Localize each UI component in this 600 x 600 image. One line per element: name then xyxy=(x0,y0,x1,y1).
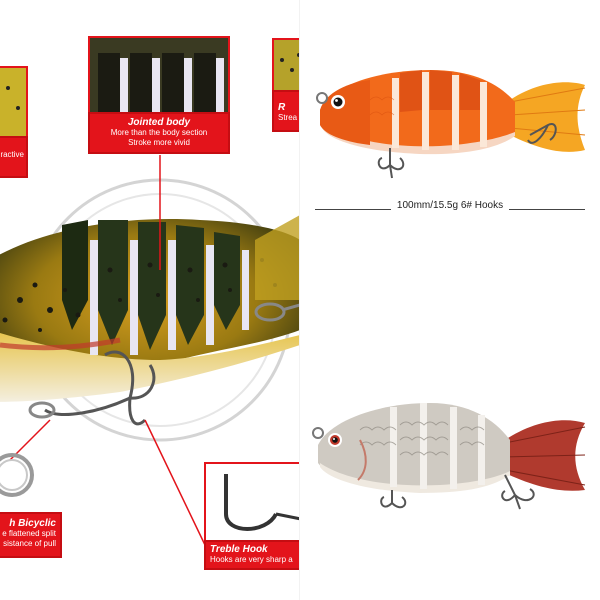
bicyclic-line-2: sistance of pull xyxy=(3,539,56,548)
treble-hook-callout: Treble Hook Hooks are very sharp a xyxy=(204,540,300,570)
bicyclic-line-1: e flattened split xyxy=(2,529,56,538)
silver-lure-image xyxy=(312,403,586,510)
orange-lure-image xyxy=(316,70,586,179)
size-spec: 100mm/15.5g 6# Hooks xyxy=(315,200,585,211)
left-edge-line-1: ractive xyxy=(0,150,24,159)
bicyclic-callout: h Bicyclic e flattened split sistance of… xyxy=(0,512,62,558)
treble-hook-closeup xyxy=(224,474,300,531)
jointed-body-line-1: More than the body section xyxy=(110,128,208,137)
top-right-line-1: Strea xyxy=(278,113,298,122)
left-edge-inset xyxy=(0,66,28,136)
top-right-inset xyxy=(272,38,300,90)
left-edge-closeup xyxy=(0,68,26,136)
left-edge-callout: ractive xyxy=(0,136,28,178)
treble-hook-title: Treble Hook xyxy=(210,544,268,555)
jointed-body-line-2: Stroke more vivid xyxy=(128,138,190,147)
spec-text: 100mm/15.5g 6# Hooks xyxy=(390,200,510,211)
jointed-body-title: Jointed body xyxy=(127,117,191,128)
treble-hook-line-1: Hooks are very sharp a xyxy=(210,555,293,564)
product-variants-panel: 100mm/15.5g 6# Hooks xyxy=(300,0,600,600)
bicyclic-title: h Bicyclic xyxy=(9,518,56,529)
top-right-callout: R Strea xyxy=(272,90,300,132)
top-right-closeup xyxy=(274,40,300,90)
jointed-body-inset xyxy=(88,36,230,118)
top-right-title: R xyxy=(278,102,286,113)
feature-closeup-panel: Jointed body More than the body section … xyxy=(0,36,300,570)
jointed-body-closeup xyxy=(90,38,228,118)
treble-hook-inset xyxy=(204,462,300,540)
jointed-body-callout: Jointed body More than the body section … xyxy=(88,112,230,154)
closeup-lure-illustration xyxy=(0,155,300,546)
